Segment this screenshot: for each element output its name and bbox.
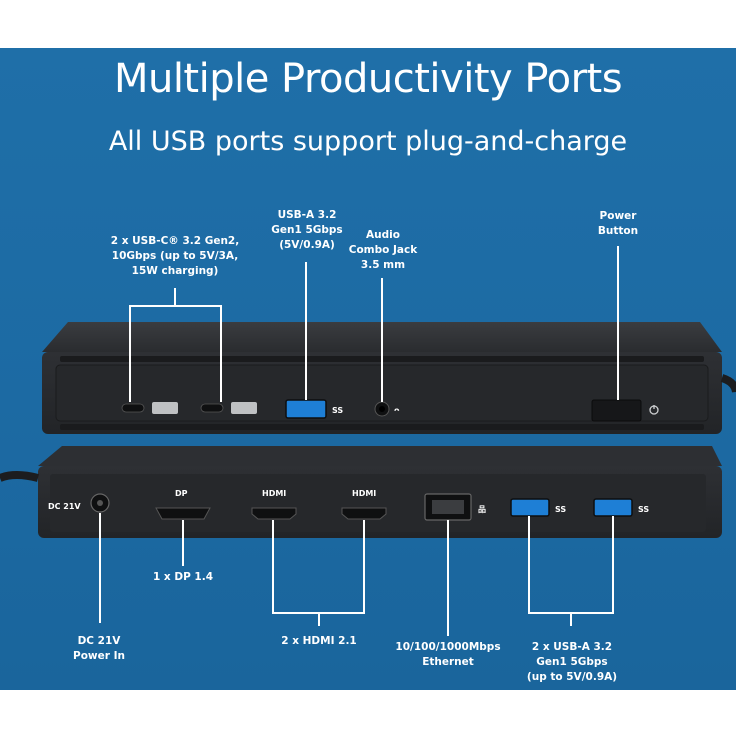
hdmi-label: 2 x HDMI 2.1 <box>281 635 357 647</box>
dc-line <box>99 513 101 623</box>
audio-line <box>381 278 383 402</box>
power-button-line <box>617 246 619 400</box>
usba-front-port <box>285 399 327 419</box>
usba-front-line <box>305 262 307 400</box>
usbc-bracket-left <box>129 305 131 402</box>
front-vents-bottom <box>60 424 704 430</box>
ethernet-line <box>447 520 449 636</box>
usbc-bracket-right <box>220 305 222 402</box>
page-title: Multiple Productivity Ports <box>113 56 623 102</box>
usbc-port-1 <box>121 403 145 413</box>
ss-logo-front: SS <box>332 406 343 415</box>
hdmi-bracket-left <box>272 520 274 614</box>
usbc-charge-icon-2 <box>231 402 257 414</box>
dp-line <box>182 520 184 566</box>
dc-label-on-device: DC 21V <box>48 502 81 511</box>
ss-logo-rear-2: SS <box>638 505 649 514</box>
hdmi-label-on-device-1: HDMI <box>262 489 286 498</box>
hdmi-bracket-right <box>363 520 365 614</box>
cable-left <box>0 471 40 482</box>
page-subtitle: All USB ports support plug-and-charge <box>108 126 628 157</box>
usbc-bracket-stem <box>174 288 176 306</box>
usbc-bracket-horizontal <box>129 305 222 307</box>
displayport-port <box>155 507 211 520</box>
usba-rear-bracket-right <box>612 516 614 614</box>
headset-icon: ᴖ <box>394 406 400 415</box>
rear-port-panel <box>50 474 706 532</box>
usbc-port-2 <box>200 403 224 413</box>
hdmi-label-on-device-2: HDMI <box>352 489 376 498</box>
rear-dock-unit: DC 21V DP HDMI HDMI 品 SS SS <box>0 446 722 538</box>
usbc-label: 2 x USB-C® 3.2 Gen2,10Gbps (up to 5V/3A,… <box>110 235 240 277</box>
rear-dock-top-face <box>38 446 722 466</box>
dp-label-on-device: DP <box>175 489 188 498</box>
usba-rear-port-2 <box>593 498 633 517</box>
cable-right <box>720 374 736 393</box>
usba-rear-bracket-left <box>528 516 530 614</box>
ss-logo-rear-1: SS <box>555 505 566 514</box>
network-icon: 品 <box>478 505 486 514</box>
power-button <box>591 399 642 422</box>
dp-label: 1 x DP 1.4 <box>152 571 214 583</box>
front-dock-unit: SS ᴖ <box>42 322 736 434</box>
hdmi-port-2 <box>341 507 387 520</box>
usbc-charge-icon-1 <box>152 402 178 414</box>
hdmi-bracket-stem <box>318 612 320 626</box>
usba-rear-bracket-stem <box>570 612 572 626</box>
usba-rear-port-1 <box>510 498 550 517</box>
hdmi-port-1 <box>251 507 297 520</box>
